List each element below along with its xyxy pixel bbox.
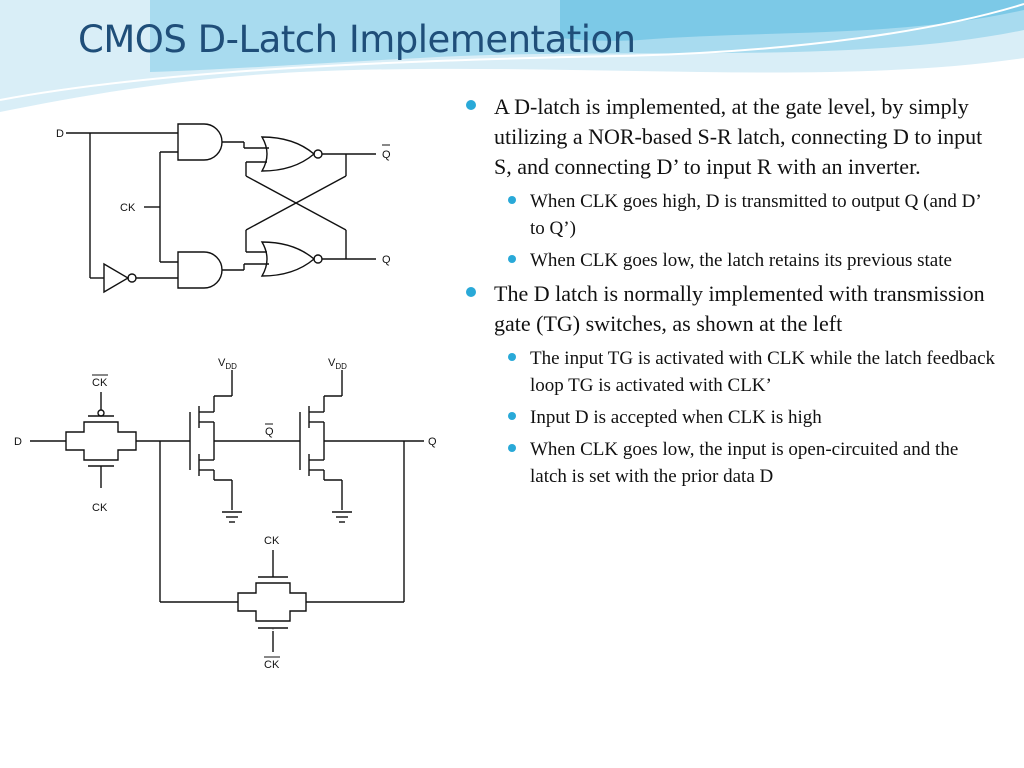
tg-d-label: D [14,436,22,448]
bullet-list: A D-latch is implemented, at the gate le… [466,92,996,495]
sub-bullet-2-3-text: When CLK goes low, the input is open-cir… [530,439,959,487]
gate-q-label: Q [382,254,391,266]
bullet-2-text: The D latch is normally implemented with… [494,281,985,336]
bullet-dot [466,100,476,110]
tg-q-label: Q [428,436,437,448]
tg-latch-diagram: CK CK D VDD VDD Q Q CK CK [0,340,450,678]
nor-gate-top [260,136,316,172]
tg-ckbar-feedback-label: CK [264,659,280,671]
feedback-tg-switch [237,582,307,622]
tg-ck-feedback-label: CK [264,535,280,547]
tg-qbar-label: Q [265,426,274,438]
sub-bullet-2-2: Input D is accepted when CLK is high [506,404,996,431]
tg-vdd1-label: VDD [218,357,237,371]
tg-vdd2-label: VDD [328,357,347,371]
nor-gate-bottom [260,241,316,277]
gate-d-label: D [56,128,64,140]
gate-qbar-label: Q [382,149,391,161]
and-gate-top [177,123,223,161]
gate-level-latch-diagram: D CK Q Q [26,112,416,304]
gate-ck-label: CK [120,202,136,214]
bullet-dot [466,287,476,297]
sub-bullet-dot [508,444,516,452]
inverter-gate [103,262,130,294]
bullet-1-text: A D-latch is implemented, at the gate le… [494,94,983,179]
sub-bullet-1-2: When CLK goes low, the latch retains its… [506,247,996,274]
and-gate-bottom [177,251,223,289]
sub-bullet-2-3: When CLK goes low, the input is open-cir… [506,436,996,490]
sub-bullet-2-1: The input TG is activated with CLK while… [506,345,996,399]
sub-bullet-1-1: When CLK goes high, D is transmitted to … [506,188,996,242]
sub-bullet-dot [508,353,516,361]
slide-title: CMOS D-Latch Implementation [78,18,636,61]
sub-bullet-dot [508,255,516,263]
sub-bullet-1-1-text: When CLK goes high, D is transmitted to … [530,191,981,239]
wave-line [0,3,1024,101]
sub-bullet-2-1-text: The input TG is activated with CLK while… [530,348,996,396]
bullet-1: A D-latch is implemented, at the gate le… [466,92,996,182]
sub-bullet-dot [508,196,516,204]
tg-ckbar-top-label: CK [92,377,108,389]
sub-bullet-dot [508,412,516,420]
bullet-2: The D latch is normally implemented with… [466,279,996,339]
tg-ck-bottom-label: CK [92,502,108,514]
header-wave [0,0,1024,112]
input-tg-switch [65,421,137,461]
wave-dark [560,0,1024,41]
sub-bullet-1-2-text: When CLK goes low, the latch retains its… [530,250,952,271]
sub-bullet-2-2-text: Input D is accepted when CLK is high [530,407,822,428]
